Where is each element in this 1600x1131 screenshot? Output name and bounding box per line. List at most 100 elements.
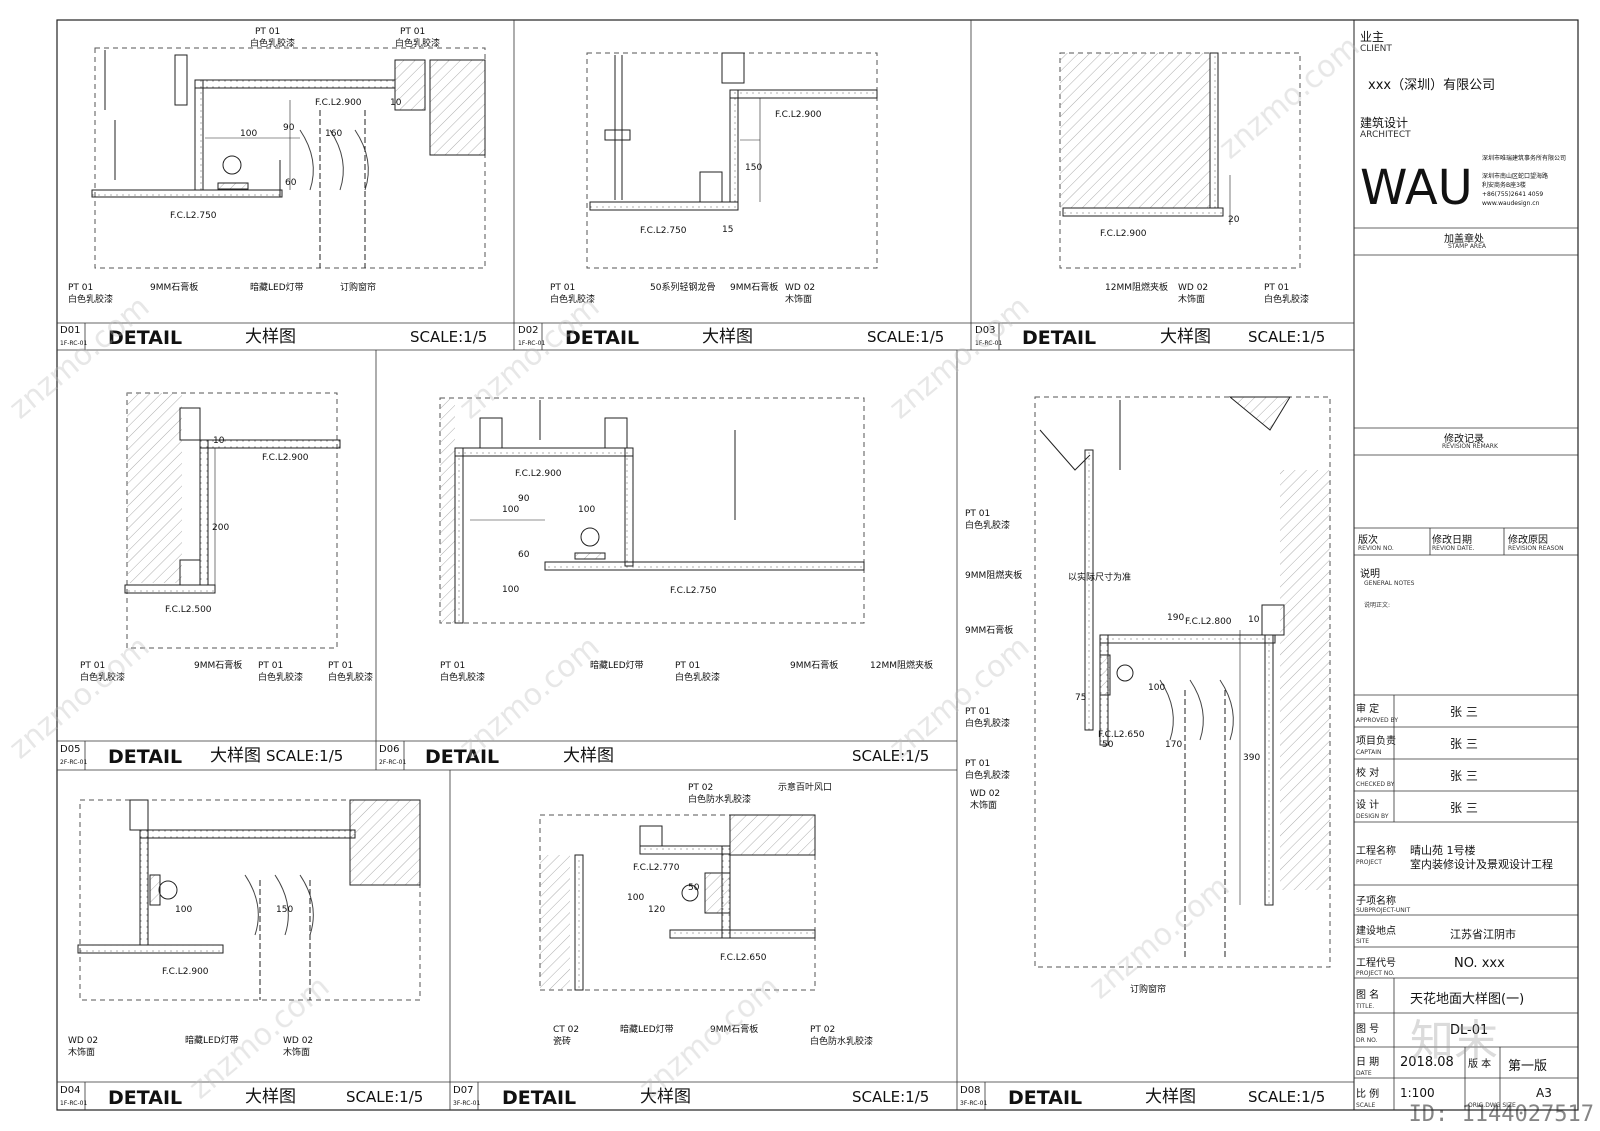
panel-ref: 3F-RC-01 [960, 1100, 987, 1107]
version-label: 版 本 [1468, 1059, 1492, 1070]
panel-title-en: DETAIL [1008, 1087, 1082, 1109]
detail-d01-note: 160 [325, 129, 342, 139]
title-block: 业主 CLIENT xxx（深圳）有限公司 建筑设计 ARCHITECT WAU… [1354, 20, 1578, 1110]
detail-d02-note: 15 [722, 225, 733, 235]
detail-d02-note: 50系列轻钢龙骨 [650, 281, 715, 293]
detail-d08-note: 订购窗帘 [1130, 983, 1166, 995]
rev-date-label-en: REVION DATE. [1432, 545, 1475, 552]
detail-d05-note: 白色乳胶漆 [80, 671, 125, 683]
detail-d01-note: PT 01 [400, 27, 425, 37]
panel-code: D05 [60, 744, 80, 755]
drawing-no-label-en: DR NO. [1356, 1037, 1378, 1044]
detail-d06-note: F.C.L2.900 [515, 469, 562, 479]
detail-d01-note: 订购窗帘 [340, 281, 376, 293]
subproject-label-en: SUBPROJECT-UNIT [1356, 907, 1411, 914]
detail-d07-note: 白色防水乳胶漆 [810, 1035, 873, 1047]
rev-date-label: 修改日期 [1432, 535, 1472, 546]
panel-title-cn: 大样图 [210, 746, 261, 766]
detail-d03-note: 20 [1228, 215, 1240, 225]
firm-address-1: 深圳市南山区蛇口望海路 [1482, 173, 1549, 180]
detail-d05-drawing [124, 392, 341, 649]
detail-d01-note: 90 [283, 123, 295, 133]
detail-d04-note: 150 [276, 905, 293, 915]
panel-scale: SCALE:1/5 [852, 747, 929, 765]
panel-code: D04 [60, 1085, 80, 1096]
detail-d02-note: 白色乳胶漆 [550, 293, 595, 305]
drawing-no: DL-01 [1450, 1023, 1489, 1038]
detail-d04-note: 木饰面 [68, 1046, 95, 1058]
panel-d04-titlebar: D04 1F-RC-01 DETAIL 大样图 SCALE:1/5 [60, 1085, 423, 1109]
panel-ref: 2F-RC-01 [60, 759, 87, 766]
captain: 张 三 [1450, 737, 1478, 751]
rev-reason-label-en: REVISION REASON [1508, 545, 1564, 552]
client-label-cn: 业主 [1360, 30, 1385, 44]
client-name: xxx（深圳）有限公司 [1368, 78, 1496, 93]
detail-d07-note: PT 02 [688, 783, 713, 793]
panel-title-cn: 大样图 [245, 327, 296, 347]
drawing-title: 天花地面大样图(一) [1410, 992, 1525, 1007]
panel-title-en: DETAIL [108, 1087, 182, 1109]
checked-by: 张 三 [1450, 769, 1478, 783]
project-label-en: PROJECT [1356, 859, 1382, 866]
approved-by: 张 三 [1450, 705, 1478, 719]
detail-d05-note: F.C.L2.500 [165, 605, 212, 615]
detail-d07-note: F.C.L2.650 [720, 953, 767, 963]
detail-d03-drawing [1059, 52, 1301, 269]
revision-label-en: REVISION REMARK [1442, 443, 1498, 450]
detail-d08-note: 白色乳胶漆 [965, 769, 1010, 781]
detail-d08-note: 木饰面 [970, 799, 997, 811]
detail-d08-note: 9MM石膏板 [965, 624, 1013, 636]
detail-d01-note: 9MM石膏板 [150, 281, 198, 293]
detail-d06-note: 60 [518, 550, 530, 560]
detail-d02-note: 150 [745, 163, 762, 173]
panel-scale: SCALE:1/5 [852, 1088, 929, 1106]
panel-title-cn: 大样图 [1160, 327, 1211, 347]
title-label-en: TITLE. [1356, 1003, 1375, 1010]
rev-no-label: 版次 [1358, 535, 1378, 546]
sheet-size: A3 [1536, 1086, 1552, 1100]
panel-title-cn: 大样图 [1145, 1087, 1196, 1107]
detail-d01-note: 暗藏LED灯带 [250, 281, 304, 293]
detail-d03-note: WD 02 [1178, 283, 1208, 293]
architect-label-cn: 建筑设计 [1360, 116, 1409, 130]
project-no-label-en: PROJECT NO. [1356, 970, 1395, 977]
firm-phone: +86(755)2641 4059 [1482, 191, 1544, 198]
design-by: 张 三 [1450, 801, 1478, 815]
approved-label-en: APPROVED BY [1356, 717, 1399, 724]
detail-d06-note: 9MM石膏板 [790, 659, 838, 671]
detail-d01-note: 100 [240, 129, 257, 139]
detail-d08-note: 白色乳胶漆 [965, 519, 1010, 531]
date-label: 日 期 [1356, 1057, 1380, 1068]
detail-d05-note: 200 [212, 523, 229, 533]
subproject-label: 子项名称 [1356, 896, 1396, 907]
watermark-logo-cn: 知末 [1410, 1016, 1498, 1067]
project-name-1: 晴山苑 1号楼 [1410, 844, 1476, 857]
panel-title-en: DETAIL [565, 327, 639, 349]
detail-d07-note: 9MM石膏板 [710, 1023, 758, 1035]
panel-scale: SCALE:1/5 [867, 328, 944, 346]
site: 江苏省江阴市 [1450, 928, 1516, 941]
scale-label: 比 例 [1356, 1089, 1380, 1100]
detail-d07-note: 瓷砖 [553, 1035, 571, 1047]
rev-reason-label: 修改原因 [1508, 535, 1548, 546]
panel-scale: SCALE:1/5 [410, 328, 487, 346]
revision-label-cn: 修改记录 [1444, 434, 1484, 445]
watermark-text: znzmo.com [883, 629, 1037, 766]
detail-d05-note: PT 01 [328, 661, 353, 671]
detail-d01-note: F.C.L2.750 [170, 211, 217, 221]
panel-d05-titlebar: D05 2F-RC-01 DETAIL 大样图 SCALE:1/5 [60, 744, 343, 768]
detail-d08-note: PT 01 [965, 509, 990, 519]
panel-ref: 1F-RC-01 [975, 340, 1002, 347]
detail-d05-note: PT 01 [258, 661, 283, 671]
detail-d02-note: F.C.L2.900 [775, 110, 822, 120]
detail-d05-note: 9MM石膏板 [194, 659, 242, 671]
detail-d06-note: F.C.L2.750 [670, 586, 717, 596]
panel-title-cn: 大样图 [563, 746, 614, 766]
detail-d07-note: PT 02 [810, 1025, 835, 1035]
panel-title-en: DETAIL [108, 327, 182, 349]
checked-label: 校 对 [1356, 768, 1380, 779]
detail-d05-note: 10 [213, 436, 225, 446]
detail-d08-note: 50 [1102, 740, 1114, 750]
detail-d08-note: 170 [1165, 740, 1182, 750]
